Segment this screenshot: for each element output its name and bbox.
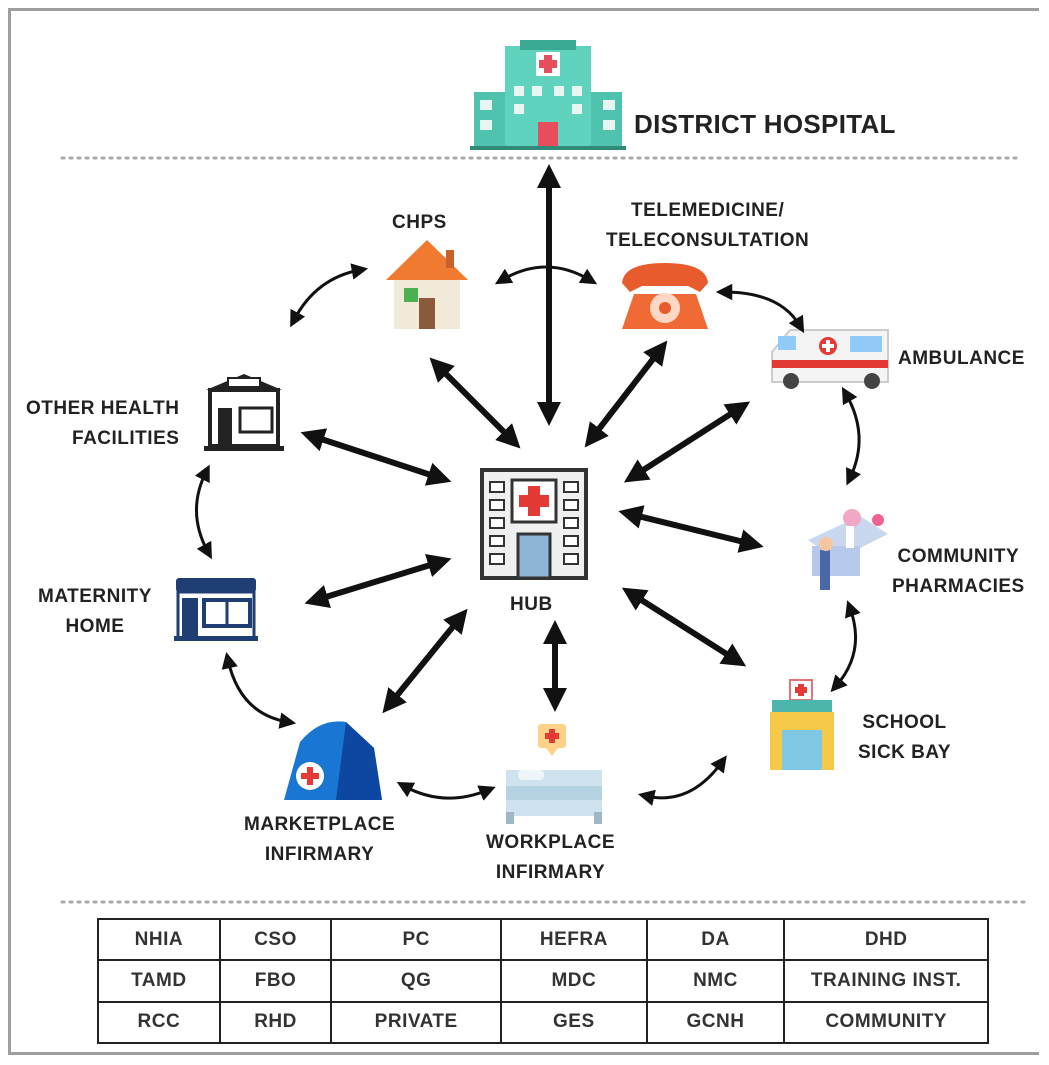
- other-health-label-line1: OTHER HEALTH: [26, 398, 180, 419]
- community-pharmacies-line2: PHARMACIES: [892, 576, 1025, 598]
- arrow-telemedicine-hub: [584, 340, 668, 448]
- pharmacy-icon: [808, 509, 888, 590]
- tent-icon: [284, 721, 382, 800]
- telemedicine-label-line2: TELECONSULTATION: [606, 230, 810, 252]
- telemedicine-label: TELEMEDICINE/ TELECONSULTATION: [606, 196, 809, 257]
- other-health-label-line2: FACILITIES: [72, 428, 180, 450]
- curve-pharmacy-school: [830, 600, 861, 693]
- marketplace-line2: INFIRMARY: [264, 844, 375, 866]
- maternity-line2: HOME: [65, 616, 125, 638]
- table-cell: FBO: [218, 959, 333, 1003]
- maternity-line1: MATERNITY: [38, 586, 152, 607]
- table-cell: GES: [500, 1000, 648, 1045]
- table-cell: HEFRA: [500, 917, 648, 962]
- table-cell: PC: [330, 917, 502, 962]
- school-line2: SICK BAY: [858, 742, 952, 764]
- table-cell: TRAINING INST.: [783, 959, 989, 1003]
- marketplace-line1: MARKETPLACE: [244, 814, 396, 835]
- arrow-marketplace-hub: [382, 608, 468, 714]
- workplace-line2: INFIRMARY: [495, 862, 606, 884]
- arrow-maternity-hub: [304, 554, 452, 608]
- curve-telemedicine-ambulance: [715, 283, 805, 334]
- table-cell: NHIA: [97, 917, 221, 962]
- ambulance-label: AMBULANCE: [898, 348, 1025, 369]
- ambulance-icon: [771, 329, 889, 389]
- curve-maternity-other: [194, 464, 212, 560]
- table-cell: MDC: [500, 959, 648, 1003]
- table-cell: RHD: [218, 1000, 333, 1045]
- stakeholder-table: NHIA CSO PC HEFRA DA DHD TAMD FBO QG MDC…: [97, 917, 989, 1045]
- curve-chps-telemedicine: [494, 265, 598, 285]
- telemedicine-label-line1: TELEMEDICINE/: [631, 200, 785, 221]
- table-row: TAMD FBO QG MDC NMC TRAINING INST.: [97, 959, 989, 1003]
- table-cell: DA: [645, 917, 786, 962]
- community-pharmacies-line1: COMMUNITY: [897, 546, 1020, 567]
- table-cell: DHD: [783, 917, 989, 962]
- hospital-building-icon: [470, 40, 626, 150]
- table-cell: NMC: [645, 959, 786, 1003]
- hospital-bed-icon: [506, 724, 602, 824]
- maternity-store-icon: [174, 578, 258, 641]
- school-line1: SCHOOL: [862, 712, 947, 733]
- school-sickbay-icon: [770, 679, 834, 770]
- marketplace-infirmary-label: MARKETPLACE INFIRMARY: [244, 810, 395, 871]
- table-row: RCC RHD PRIVATE GES GCNH COMMUNITY: [97, 1000, 989, 1045]
- table-cell: QG: [330, 959, 502, 1003]
- chps-label: CHPS: [392, 212, 447, 233]
- other-health-label: OTHER HEALTH FACILITIES: [26, 394, 179, 455]
- arrow-pharmacy-hub: [618, 505, 764, 553]
- community-pharmacies-label: COMMUNITY PHARMACIES: [892, 542, 1025, 603]
- table-cell: CSO: [218, 917, 333, 962]
- hub-label: HUB: [510, 594, 553, 615]
- arrow-chps-hub: [429, 357, 521, 449]
- arrow-other-hub: [300, 428, 452, 486]
- school-sick-bay-label: SCHOOL SICK BAY: [858, 708, 951, 769]
- curve-marketplace-maternity: [221, 651, 297, 729]
- arrow-school-hub: [621, 587, 747, 667]
- clinic-icon: [204, 374, 284, 451]
- house-icon: [386, 240, 468, 329]
- rotary-phone-icon: [622, 263, 708, 329]
- maternity-home-label: MATERNITY HOME: [38, 582, 152, 643]
- diagram-frame: [8, 8, 1039, 1055]
- curve-other-chps: [290, 263, 369, 328]
- curve-school-workplace: [637, 755, 727, 806]
- workplace-line1: WORKPLACE: [486, 832, 616, 853]
- table-row: NHIA CSO PC HEFRA DA DHD: [97, 917, 989, 962]
- table-cell: GCNH: [645, 1000, 786, 1045]
- curve-workplace-marketplace: [396, 782, 496, 801]
- workplace-infirmary-label: WORKPLACE INFIRMARY: [486, 828, 615, 889]
- arrow-ambulance-hub: [623, 401, 751, 483]
- district-hospital-label: DISTRICT HOSPITAL: [634, 109, 896, 139]
- table-cell: PRIVATE: [330, 1000, 502, 1045]
- table-cell: COMMUNITY: [783, 1000, 989, 1045]
- table-cell: TAMD: [97, 959, 221, 1003]
- table-cell: RCC: [97, 1000, 221, 1045]
- curve-ambulance-pharmacy: [841, 386, 861, 486]
- hub-hospital-icon: [480, 468, 588, 580]
